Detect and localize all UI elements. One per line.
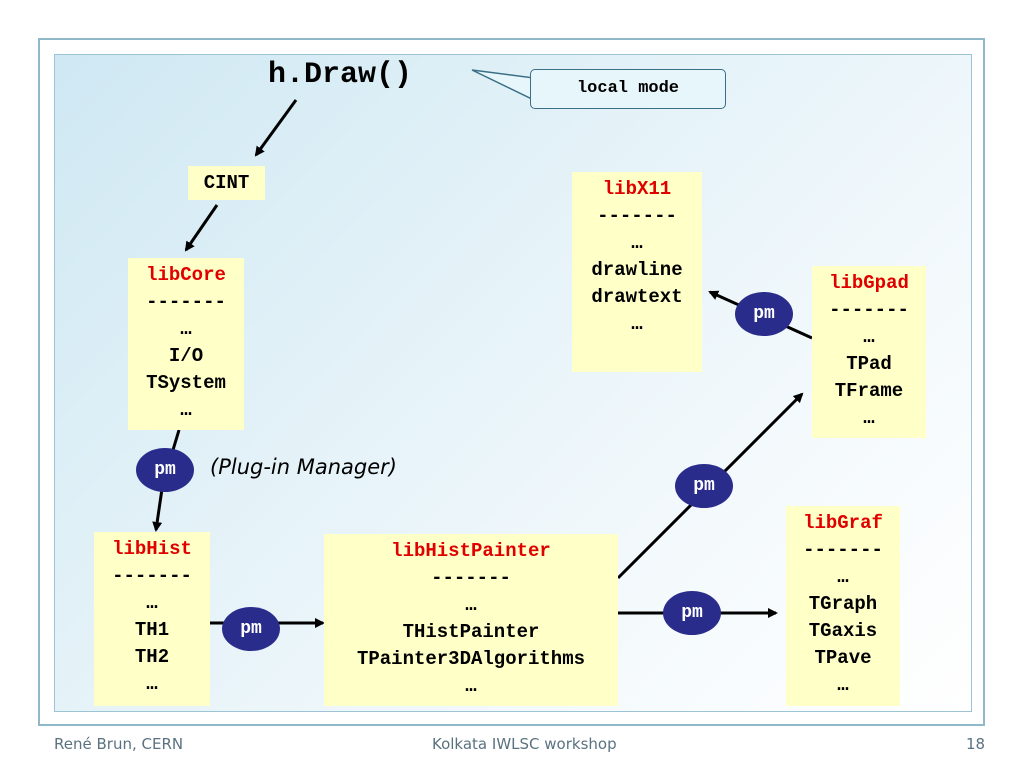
libgraf-line: ------- bbox=[803, 539, 883, 561]
pm-node-painter-libgpad: pm bbox=[675, 464, 733, 508]
page-title: h.Draw() bbox=[268, 58, 413, 92]
libhist-line: … bbox=[146, 673, 158, 695]
libgraf-line: TGraph bbox=[808, 593, 878, 615]
local-mode-callout: local mode bbox=[530, 69, 726, 109]
libgpad-box: libGpad ------- … TPad TFrame … bbox=[812, 266, 926, 438]
libcore-line: … bbox=[180, 318, 192, 340]
libx11-box: libX11 ------- … drawline drawtext … bbox=[572, 172, 702, 372]
libgpad-line: ------- bbox=[829, 299, 909, 321]
libx11-title: libX11 bbox=[602, 178, 672, 200]
libhist-line: TH2 bbox=[134, 646, 170, 668]
libx11-line: … bbox=[631, 232, 643, 254]
arrow-draw-to-cint bbox=[254, 99, 298, 157]
libx11-line: drawtext bbox=[591, 286, 683, 308]
cint-box: CINT bbox=[188, 166, 265, 200]
libhistpainter-line: … bbox=[465, 675, 477, 697]
libgpad-line: TPad bbox=[846, 353, 892, 375]
libgraf-box: libGraf ------- … TGraph TGaxis TPave … bbox=[786, 506, 900, 706]
pm-node-libcore-libhist: pm bbox=[136, 448, 194, 492]
libcore-line: … bbox=[180, 399, 192, 421]
pm-node-painter-libgraf: pm bbox=[663, 591, 721, 635]
libx11-line: ------- bbox=[597, 205, 677, 227]
cint-label: CINT bbox=[203, 172, 250, 194]
libgpad-line: TFrame bbox=[834, 380, 904, 402]
footer-event: Kolkata IWLSC workshop bbox=[432, 735, 617, 753]
libgraf-line: TGaxis bbox=[808, 620, 878, 642]
pm-node-libgpad-libx11: pm bbox=[735, 292, 793, 336]
libhist-line: TH1 bbox=[134, 619, 170, 641]
arrow-cint-to-libcore bbox=[184, 204, 219, 252]
libgpad-line: … bbox=[863, 407, 875, 429]
libhist-line: ------- bbox=[112, 565, 192, 587]
callout-pointer bbox=[471, 69, 535, 102]
libgpad-title: libGpad bbox=[829, 272, 909, 294]
libcore-line: I/O bbox=[168, 345, 204, 367]
libgraf-line: … bbox=[837, 566, 849, 588]
libhistpainter-line: THistPainter bbox=[402, 621, 540, 643]
footer-author: René Brun, CERN bbox=[54, 735, 184, 753]
page-number: 18 bbox=[966, 735, 986, 753]
libgraf-line: TPave bbox=[814, 647, 872, 669]
plugin-manager-note: (Plug-in Manager) bbox=[210, 455, 397, 479]
libhist-line: … bbox=[146, 592, 158, 614]
libhist-box: libHist ------- … TH1 TH2 … bbox=[94, 532, 210, 706]
pm-node-libhist-painter: pm bbox=[222, 607, 280, 651]
libgraf-title: libGraf bbox=[803, 512, 883, 534]
libgraf-line: … bbox=[837, 674, 849, 696]
libhistpainter-line: TPainter3DAlgorithms bbox=[356, 648, 586, 670]
libhistpainter-box: libHistPainter ------- … THistPainter TP… bbox=[324, 534, 618, 706]
libcore-line: ------- bbox=[146, 291, 226, 313]
libhistpainter-line: … bbox=[465, 594, 477, 616]
libhist-title: libHist bbox=[112, 538, 192, 560]
libhistpainter-line: ------- bbox=[431, 567, 511, 589]
libx11-line: drawline bbox=[591, 259, 683, 281]
libhistpainter-title: libHistPainter bbox=[391, 540, 551, 562]
libgpad-line: … bbox=[863, 326, 875, 348]
libcore-title: libCore bbox=[146, 264, 226, 286]
libcore-box: libCore ------- … I/O TSystem … bbox=[128, 258, 244, 430]
libcore-line: TSystem bbox=[146, 372, 226, 394]
libx11-line: … bbox=[631, 313, 643, 335]
